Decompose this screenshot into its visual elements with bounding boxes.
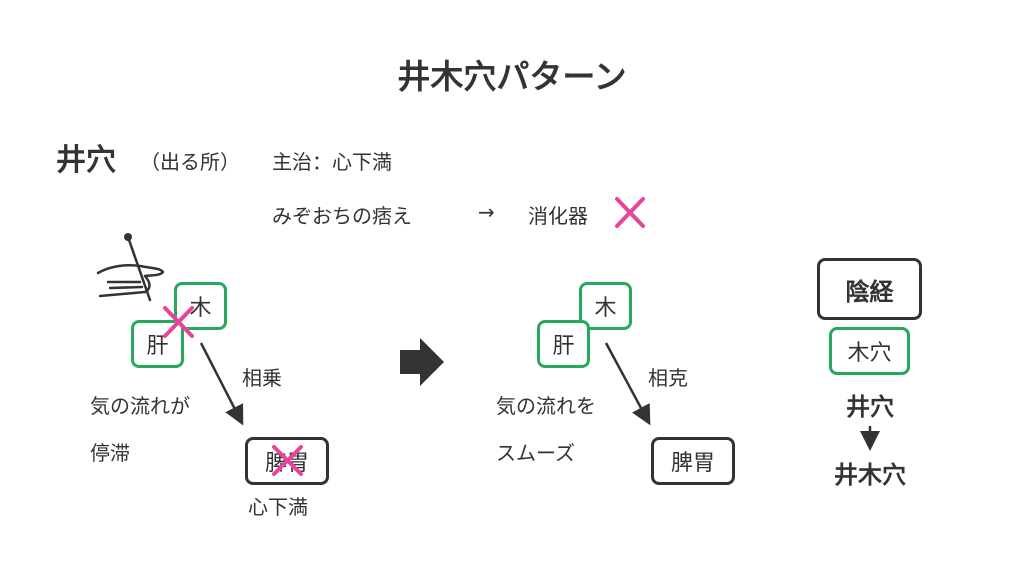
page-title: 井木穴パターン [397,57,627,96]
indication-result: 消化器 [528,204,588,228]
section-subheading: （出る所） [140,150,240,174]
side-to-label: 井木穴 [834,461,906,489]
left-flow-line-1: 気の流れが [90,394,190,418]
section-heading: 井穴 [56,143,116,178]
right-relation-arrow [604,342,651,426]
left-relation-arrow [199,342,244,426]
left-symptom-label: 心下満 [248,495,308,519]
wood-point-box: 木穴 [829,327,910,375]
indication-line-2: みぞおちの痞え [272,204,412,228]
indication-line-1: 主治：心下満 [272,150,392,174]
right-target-box: 脾胃 [651,437,735,485]
indication-arrow: → [478,200,495,224]
right-flow-line-2: スムーズ [496,441,575,465]
left-flow-line-2: 停滞 [90,441,130,465]
left-liver-box: 肝 [131,320,184,368]
meridian-box: 陰経 [817,258,922,320]
left-target-box: 脾胃 [245,437,329,485]
right-liver-box: 肝 [537,320,590,368]
digestive-cross-mark-icon [615,197,645,228]
left-relation-label: 相乗 [242,366,282,390]
side-from-label: 井穴 [846,393,894,421]
right-arrow-icon [400,338,444,386]
hand-with-needle-icon [96,235,165,302]
right-flow-line-1: 気の流れを [496,394,596,418]
right-relation-label: 相克 [648,366,688,390]
needle-head [124,233,132,241]
